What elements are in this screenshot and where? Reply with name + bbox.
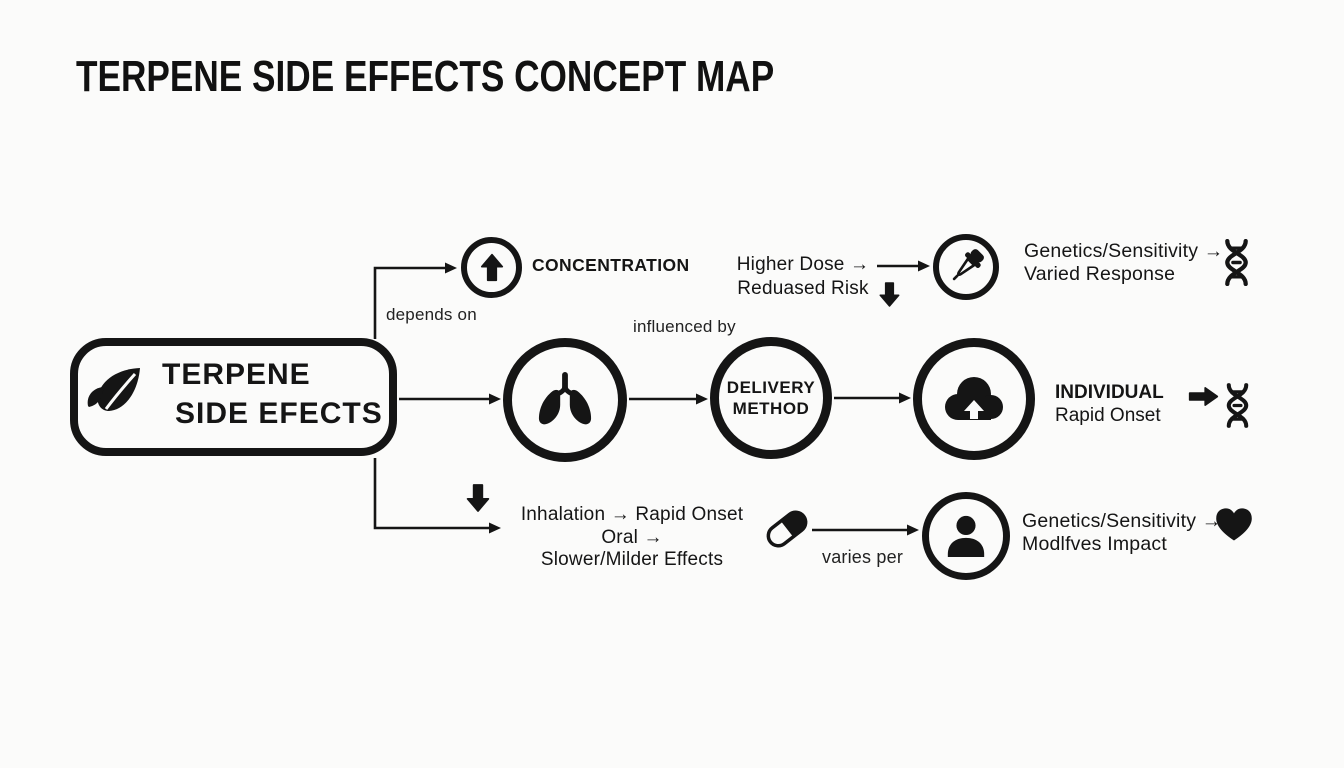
page-title: TERPENE SIDE EFFECTS CONCEPT MAP	[76, 52, 775, 101]
dna-icon	[1220, 238, 1253, 287]
inhalation-line3: Slower/Milder Effects	[540, 549, 724, 570]
delivery-label-line2: METHOD	[732, 399, 810, 418]
genetics-top-annotation: Genetics/Sensitivity → Varied Response	[1024, 240, 1223, 286]
leaf-icon	[86, 366, 142, 418]
edge-depends-on	[373, 262, 457, 339]
main-node-label-line2: SIDE EFECTS	[175, 397, 383, 430]
arrow-right-icon	[1188, 386, 1219, 407]
higher-dose-line1: Higher Dose →	[736, 254, 870, 275]
cloud-upload-icon	[941, 374, 1007, 424]
arrow-down-icon	[878, 281, 901, 308]
main-node-terpene-side-effects: TERPENE SIDE EFECTS	[70, 338, 397, 456]
edge-label-varies-per: varies per	[822, 547, 904, 567]
genetics-bottom-line2: Modlfves Impact	[1022, 533, 1167, 555]
inhalation-line2: Oral →	[601, 526, 663, 548]
individual-line1: INDIVIDUAL	[1055, 382, 1164, 403]
inhalation-line1: Inhalation → Rapid Onset	[520, 504, 744, 525]
delivery-label-line1: DELIVERY	[726, 378, 816, 397]
pill-icon	[761, 503, 813, 555]
delivery-method-label: DELIVERY METHOD	[727, 377, 815, 419]
concentration-label: CONCENTRATION	[532, 255, 690, 275]
higher-dose-line2: Reduased Risk	[737, 278, 869, 299]
genetics-bottom-annotation: Genetics/Sensitivity → Modlfves Impact	[1022, 510, 1221, 556]
person-icon	[943, 514, 989, 558]
dropper-icon	[943, 244, 989, 290]
genetics-top-line1: Genetics/Sensitivity →	[1024, 240, 1224, 262]
genetics-top-line2: Varied Response	[1024, 263, 1176, 285]
concentration-node	[461, 237, 522, 298]
heart-icon	[1214, 507, 1254, 543]
individual-annotation: INDIVIDUAL Rapid Onset	[1055, 381, 1164, 427]
dna-icon	[1222, 383, 1253, 428]
arrow-up-icon	[479, 253, 505, 282]
lungs-node	[503, 338, 627, 462]
lungs-icon	[534, 372, 596, 428]
inhalation-annotation: Inhalation → Rapid Onset Oral → Slower/M…	[514, 504, 750, 572]
higher-dose-annotation: Higher Dose → Reduased Risk	[731, 253, 875, 301]
dropper-node	[933, 234, 999, 300]
individual-line2: Rapid Onset	[1055, 405, 1161, 426]
arrow-down-icon	[465, 483, 491, 513]
person-node	[922, 492, 1010, 580]
delivery-method-node: DELIVERY METHOD	[710, 337, 832, 459]
edge-inhalation	[373, 458, 501, 534]
main-node-label-line1: TERPENE	[162, 358, 311, 391]
edge-label-depends-on: depends on	[386, 305, 477, 324]
genetics-bottom-line1: Genetics/Sensitivity →	[1022, 510, 1222, 532]
edge-label-influenced-by: influenced by	[633, 317, 736, 336]
cloud-node	[913, 338, 1035, 460]
